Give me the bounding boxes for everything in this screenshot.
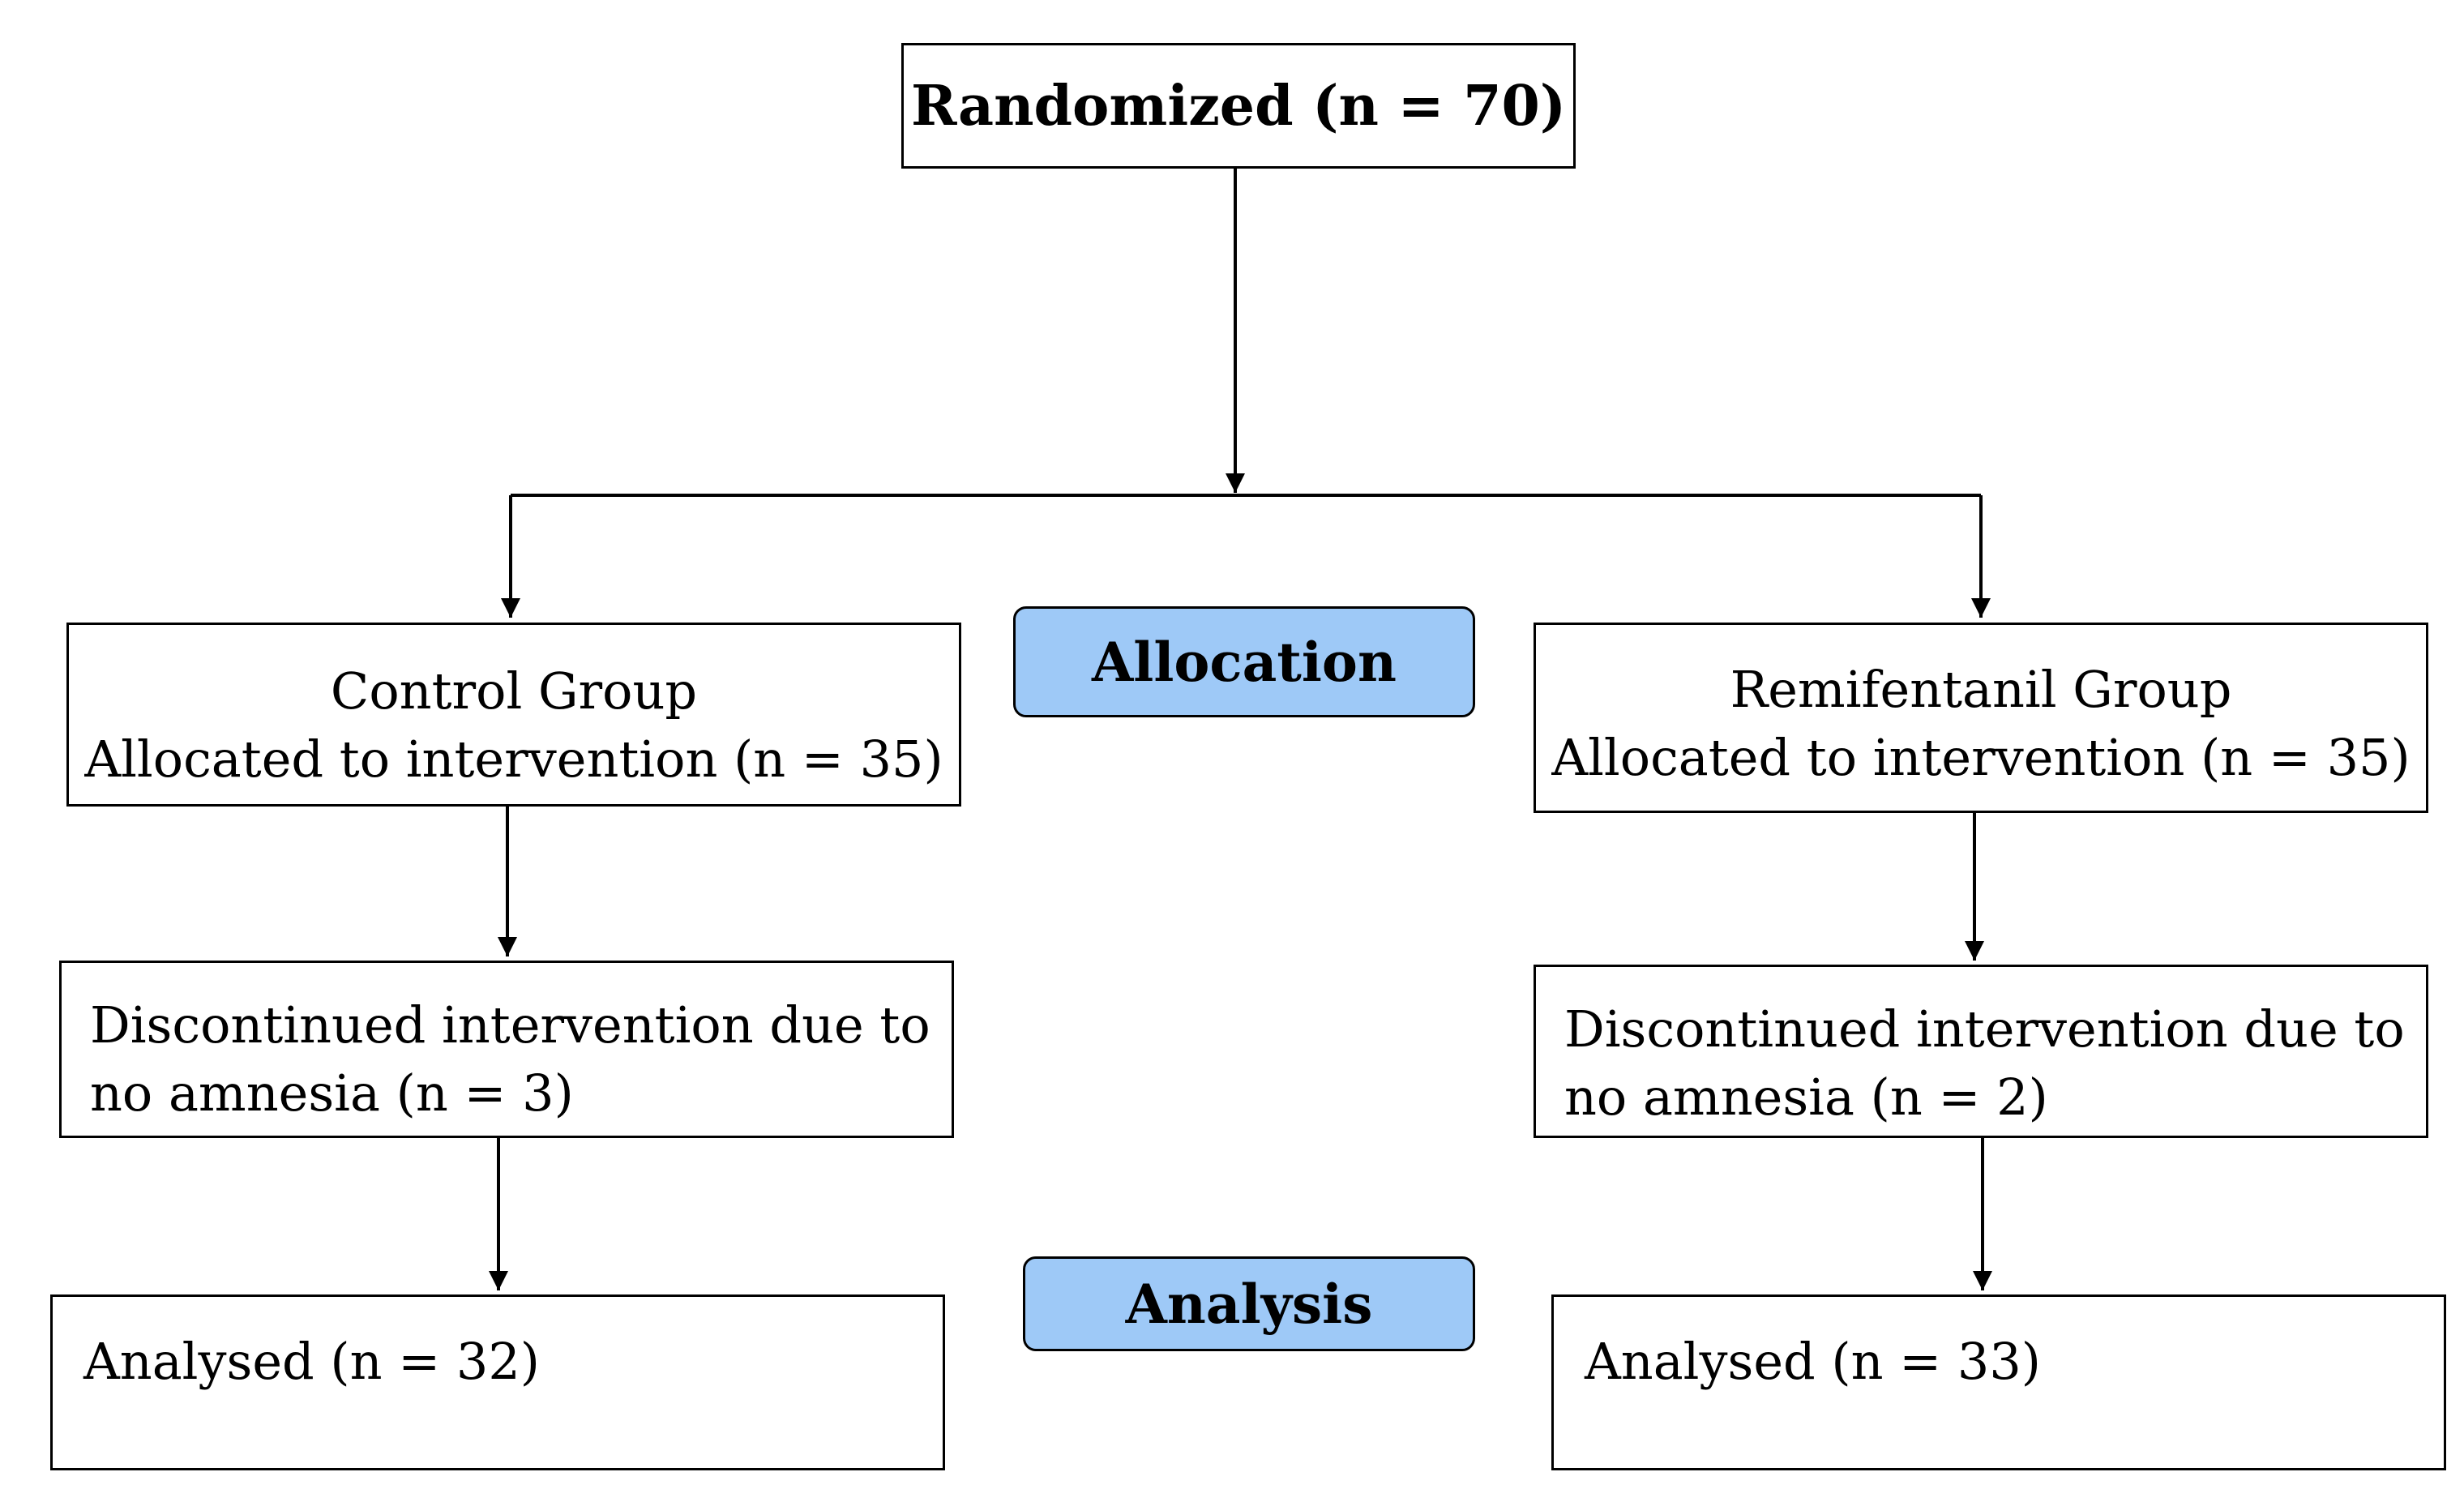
analysis-label: Analysis [1125, 1272, 1373, 1336]
control-discontinued-line-1: Discontinued intervention due to [90, 995, 930, 1055]
randomized-box: Randomized (n = 70) [901, 43, 1576, 169]
remifentanil-group-box: Remifentanil Group Allocated to interven… [1534, 623, 2428, 813]
remifentanil-discontinued-line-1: Discontinued intervention due to [1564, 999, 2405, 1059]
control-analysed-box: Analysed (n = 32) [50, 1294, 945, 1470]
control-group-box: Control Group Allocated to intervention … [66, 623, 961, 807]
control-group-allocated: Allocated to intervention (n = 35) [84, 730, 943, 789]
remifentanil-group-title: Remifentanil Group [1730, 660, 2232, 719]
remifentanil-discontinued-box: Discontinued intervention due to no amne… [1534, 965, 2428, 1138]
remifentanil-analysed-box: Analysed (n = 33) [1551, 1294, 2446, 1470]
allocation-label: Allocation [1092, 630, 1397, 694]
remifentanil-group-allocated: Allocated to intervention (n = 35) [1551, 728, 2411, 787]
remifentanil-analysed: Analysed (n = 33) [1585, 1332, 2041, 1391]
remifentanil-discontinued-line-2: no amnesia (n = 2) [1564, 1068, 2048, 1127]
control-discontinued-line-2: no amnesia (n = 3) [90, 1063, 574, 1123]
allocation-phase-label: Allocation [1013, 606, 1475, 717]
analysis-phase-label: Analysis [1023, 1256, 1475, 1351]
control-analysed: Analysed (n = 32) [83, 1332, 540, 1391]
control-group-title: Control Group [330, 661, 698, 721]
randomized-label: Randomized (n = 70) [910, 73, 1567, 139]
control-discontinued-box: Discontinued intervention due to no amne… [59, 961, 954, 1138]
